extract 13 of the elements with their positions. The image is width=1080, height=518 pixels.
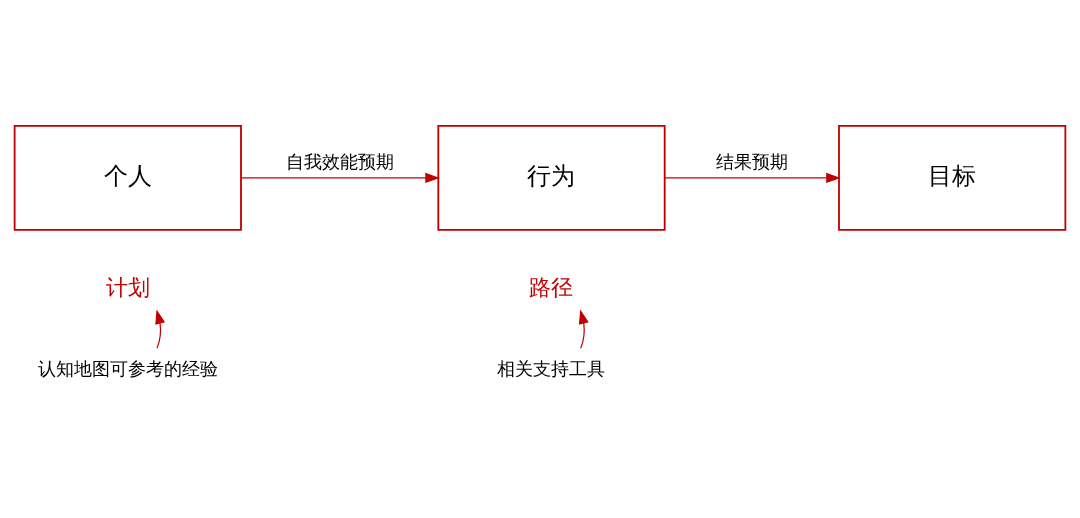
node-box: 行为 (437, 124, 666, 231)
node-text: 认知地图可参考的经验 (37, 357, 218, 379)
node-box: 个人 (13, 124, 242, 231)
node-box: 目标 (838, 124, 1067, 231)
node-text: 相关支持工具 (497, 357, 606, 379)
arrow (240, 172, 440, 183)
edge-label: 自我效能预期 (285, 151, 394, 173)
arrow (578, 309, 589, 349)
node-text: 计划 (105, 275, 150, 300)
arrow (155, 309, 166, 349)
arrow (664, 172, 841, 183)
node-text: 路径 (529, 275, 574, 300)
edge-label: 结果预期 (715, 151, 788, 173)
